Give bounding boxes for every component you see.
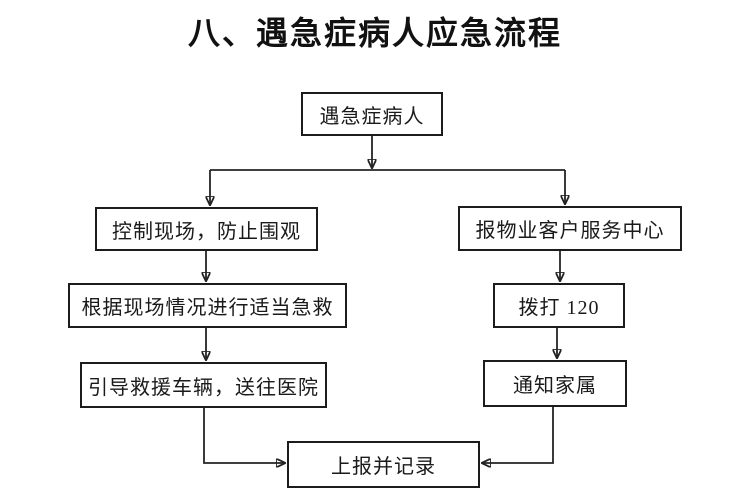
- connector-guide-to-report: [203, 408, 285, 463]
- node-emergency-patient: 遇急症病人: [301, 92, 443, 136]
- node-report-service-center: 报物业客户服务中心: [458, 206, 682, 251]
- node-first-aid: 根据现场情况进行适当急救: [68, 283, 347, 328]
- node-call-120: 拨打 120: [493, 283, 625, 328]
- node-notify-family: 通知家属: [483, 360, 627, 407]
- page-title: 八、遇急症病人应急流程: [187, 15, 562, 51]
- node-guide-rescue-vehicle: 引导救援车辆，送往医院: [80, 362, 327, 408]
- node-report-and-record: 上报并记录: [287, 441, 480, 488]
- connector-family-to-report: [482, 407, 554, 463]
- node-control-scene: 控制现场，防止围观: [95, 207, 318, 251]
